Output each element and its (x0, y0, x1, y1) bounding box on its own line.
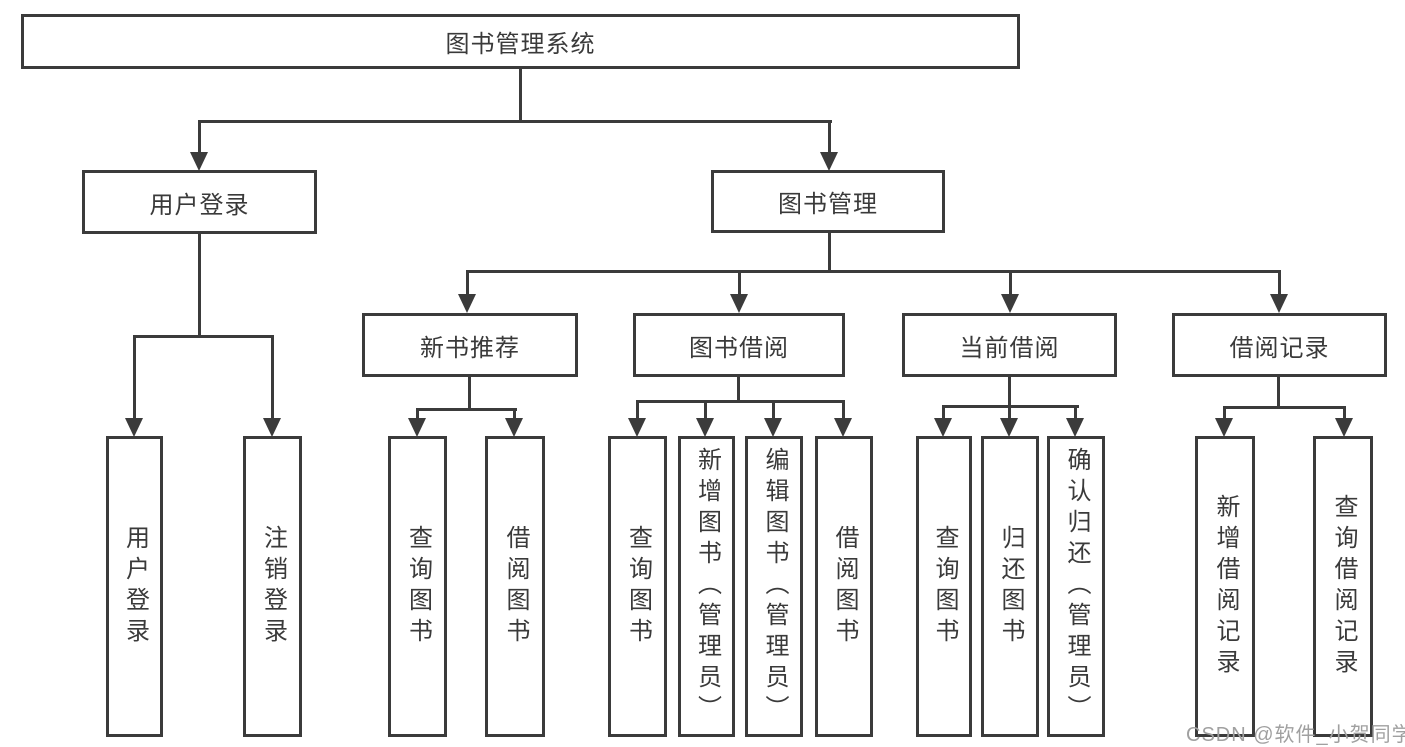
connector-line (1223, 406, 1226, 420)
connector-line (466, 270, 1281, 273)
node-library-system: 图书管理系统 (21, 14, 1020, 69)
leaf-label: 注销登录 (259, 524, 287, 649)
leaf-query-books-current: 查询图书 (916, 436, 972, 737)
node-borrow-records: 借阅记录 (1172, 313, 1387, 377)
arrow-down-icon (125, 418, 143, 437)
leaf-query-books-recommend: 查询图书 (388, 436, 447, 737)
leaf-label: 确认归还（管理员） (1063, 447, 1090, 726)
connector-line (1277, 375, 1280, 409)
connector-line (828, 231, 831, 273)
arrow-down-icon (408, 418, 426, 437)
connector-line (468, 375, 471, 411)
connector-line (133, 335, 274, 338)
arrow-down-icon (1066, 418, 1084, 437)
arrow-down-icon (263, 418, 281, 437)
connector-line (828, 120, 831, 154)
arrow-down-icon (1335, 418, 1353, 437)
arrow-down-icon (190, 152, 208, 171)
connector-line (942, 405, 945, 420)
connector-line (1008, 375, 1011, 408)
connector-line (1009, 270, 1012, 297)
connector-line (198, 120, 201, 154)
leaf-label: 查询图书 (624, 524, 652, 649)
node-current-borrow: 当前借阅 (902, 313, 1117, 377)
arrow-down-icon (1000, 418, 1018, 437)
connector-line (1278, 270, 1281, 297)
leaf-confirm-return-admin: 确认归还（管理员） (1047, 436, 1105, 737)
connector-line (466, 270, 469, 297)
leaf-label: 查询图书 (404, 524, 432, 649)
arrow-down-icon (1001, 294, 1019, 313)
arrow-down-icon (505, 418, 523, 437)
leaf-label: 新增图书（管理员） (693, 447, 721, 726)
leaf-add-books-admin: 新增图书（管理员） (678, 436, 735, 737)
leaf-user-login: 用户登录 (106, 436, 163, 737)
connector-line (198, 120, 832, 123)
connector-line (416, 408, 517, 411)
connector-line (636, 400, 845, 403)
leaf-label: 查询图书 (931, 524, 958, 649)
connector-line (416, 408, 419, 420)
leaf-add-borrow-record: 新增借阅记录 (1195, 436, 1255, 737)
leaf-logout: 注销登录 (243, 436, 302, 737)
connector-line (1223, 406, 1346, 409)
connector-line (772, 400, 775, 420)
connector-line (271, 335, 274, 420)
connector-line (738, 270, 741, 297)
connector-line (513, 408, 516, 420)
leaf-label: 归还图书 (997, 524, 1024, 649)
connector-line (704, 400, 707, 420)
csdn-watermark: CSDN @软件_小贺同学 (1186, 724, 1405, 746)
connector-line (1008, 405, 1011, 420)
connector-line (198, 232, 201, 338)
leaf-query-books: 查询图书 (608, 436, 667, 737)
arrow-down-icon (820, 152, 838, 171)
arrow-down-icon (934, 418, 952, 437)
connector-line (133, 335, 136, 420)
leaf-borrow-books: 借阅图书 (815, 436, 873, 737)
leaf-label: 查询借阅记录 (1330, 493, 1357, 680)
leaf-edit-books-admin: 编辑图书（管理员） (745, 436, 803, 737)
node-book-borrow: 图书借阅 (633, 313, 845, 377)
arrow-down-icon (628, 418, 646, 437)
leaf-borrow-books-recommend: 借阅图书 (485, 436, 545, 737)
arrow-down-icon (696, 418, 714, 437)
connector-line (519, 66, 522, 123)
leaf-label: 借阅图书 (831, 524, 858, 649)
arrow-down-icon (1270, 294, 1288, 313)
arrow-down-icon (764, 418, 782, 437)
connector-line (636, 400, 639, 420)
leaf-query-borrow-record: 查询借阅记录 (1313, 436, 1373, 737)
leaf-label: 用户登录 (121, 524, 149, 649)
node-user-login: 用户登录 (82, 170, 317, 234)
connector-line (1074, 405, 1077, 420)
connector-line (737, 375, 740, 403)
leaf-label: 借阅图书 (502, 524, 529, 649)
arrow-down-icon (834, 418, 852, 437)
arrow-down-icon (1215, 418, 1233, 437)
arrow-down-icon (730, 294, 748, 313)
arrow-down-icon (458, 294, 476, 313)
leaf-return-books: 归还图书 (981, 436, 1039, 737)
leaf-label: 新增借阅记录 (1212, 493, 1239, 680)
connector-line (842, 400, 845, 420)
leaf-label: 编辑图书（管理员） (761, 447, 788, 726)
connector-line (1343, 406, 1346, 420)
node-new-book-recommend: 新书推荐 (362, 313, 578, 377)
node-book-management: 图书管理 (711, 170, 945, 233)
